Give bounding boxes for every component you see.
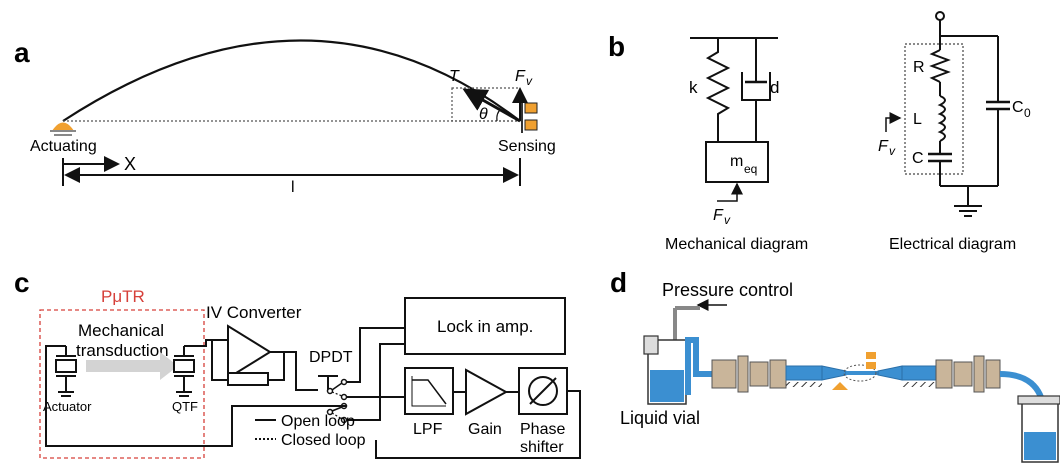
- resistor-icon: [929, 49, 951, 83]
- damper-label: d: [770, 78, 779, 97]
- panel-b: b k d m eq F v Mechanical diagram R L C: [608, 11, 1031, 253]
- phase-shifter-icon: [528, 376, 558, 406]
- terminal-icon: [935, 11, 945, 21]
- dpdt-label: DPDT: [309, 349, 353, 366]
- elec-force-subscript: v: [889, 144, 896, 158]
- electrical-caption: Electrical diagram: [889, 236, 1016, 253]
- panel-d: d Pressure control Liquid vial: [610, 267, 1060, 463]
- force-label: F: [515, 68, 526, 85]
- micro-tube-right: [901, 365, 937, 381]
- qtf-label: QTF: [172, 399, 198, 414]
- dpdt-switch-icon: [326, 387, 334, 395]
- mech-force-label: F: [713, 207, 724, 224]
- lock-in-amp-label: Lock in amp.: [437, 317, 533, 336]
- motional-branch-box: [904, 43, 964, 175]
- mass-label: m: [730, 153, 743, 170]
- iv-amplifier-icon: [227, 324, 272, 380]
- panel-a: a Actuating Sensing T F v θ X l: [14, 37, 556, 196]
- mech-force-arrow: [717, 182, 743, 202]
- spring-label: k: [689, 78, 698, 97]
- open-loop-label: Open loop: [281, 413, 355, 430]
- inlet-tube: [685, 337, 712, 395]
- vial-liquid: [650, 370, 684, 402]
- sensing-label: Sensing: [498, 138, 556, 155]
- panel-c-label: c: [14, 267, 30, 298]
- lock-in-amp-box: [404, 297, 566, 355]
- mass-block: [705, 141, 769, 183]
- inductor-icon: [937, 95, 946, 142]
- feedback-resistor-icon: [227, 372, 269, 386]
- elec-force-arrow: [885, 112, 902, 132]
- phase-shifter-line1: Phase: [520, 421, 565, 438]
- ptr-label: PμTR: [101, 287, 145, 306]
- panel-c: c PμTR Mechanical transduction Actuator …: [14, 267, 581, 459]
- micro-string: [846, 371, 878, 375]
- panel-b-label: b: [608, 31, 625, 62]
- collection-liquid: [1024, 432, 1056, 460]
- tension-label: T: [449, 68, 460, 85]
- actuator-crystal-icon: [55, 359, 77, 373]
- string-arc: [62, 39, 521, 122]
- right-fitting-icon: [935, 359, 953, 389]
- angle-arc: [496, 108, 502, 122]
- sensing-region: [843, 364, 877, 382]
- lpf-icon: [412, 379, 447, 405]
- phase-shifter-line2: shifter: [520, 439, 564, 456]
- lpf-label: LPF: [413, 421, 443, 438]
- actuator-mount-icon: [52, 122, 74, 131]
- parallel-capacitor-subscript: 0: [1024, 106, 1031, 120]
- spring-icon: [705, 38, 731, 142]
- actuating-label: Actuating: [30, 138, 97, 155]
- micro-tube-left: [785, 365, 823, 381]
- mech-force-subscript: v: [724, 213, 731, 227]
- qtf-crystal-icon: [173, 359, 195, 373]
- sensor-block-icon-d: [866, 352, 876, 359]
- resistor-label: R: [913, 59, 925, 76]
- elec-force-label: F: [878, 138, 889, 155]
- force-subscript: v: [526, 74, 533, 88]
- iv-converter-label: IV Converter: [206, 303, 302, 322]
- sensor-block-icon: [524, 102, 538, 114]
- mechanical-caption: Mechanical diagram: [665, 236, 808, 253]
- angle-label: θ: [479, 106, 488, 123]
- actuator-label: Actuator: [43, 399, 92, 414]
- mech-transduction-line2: transduction: [76, 341, 169, 360]
- mech-transduction-line1: Mechanical: [78, 321, 164, 340]
- ptr-dashed-box: [39, 309, 205, 459]
- left-fitting-icon: [711, 359, 737, 389]
- closed-loop-label: Closed loop: [281, 432, 366, 449]
- parallel-capacitor-label: C: [1012, 99, 1024, 116]
- inductor-label: L: [913, 111, 922, 128]
- panel-a-label: a: [14, 37, 30, 68]
- transduction-arrow: [86, 352, 178, 380]
- x-label: X: [124, 154, 136, 174]
- gain-label: Gain: [468, 421, 502, 438]
- mass-subscript: eq: [744, 162, 757, 176]
- liquid-vial-label: Liquid vial: [620, 408, 700, 428]
- capacitor-label: C: [912, 150, 924, 167]
- gain-icon: [465, 368, 509, 416]
- pressure-control-label: Pressure control: [662, 280, 793, 300]
- tension-arrow: [462, 88, 521, 123]
- panel-d-label: d: [610, 267, 627, 298]
- length-label: l: [291, 179, 295, 196]
